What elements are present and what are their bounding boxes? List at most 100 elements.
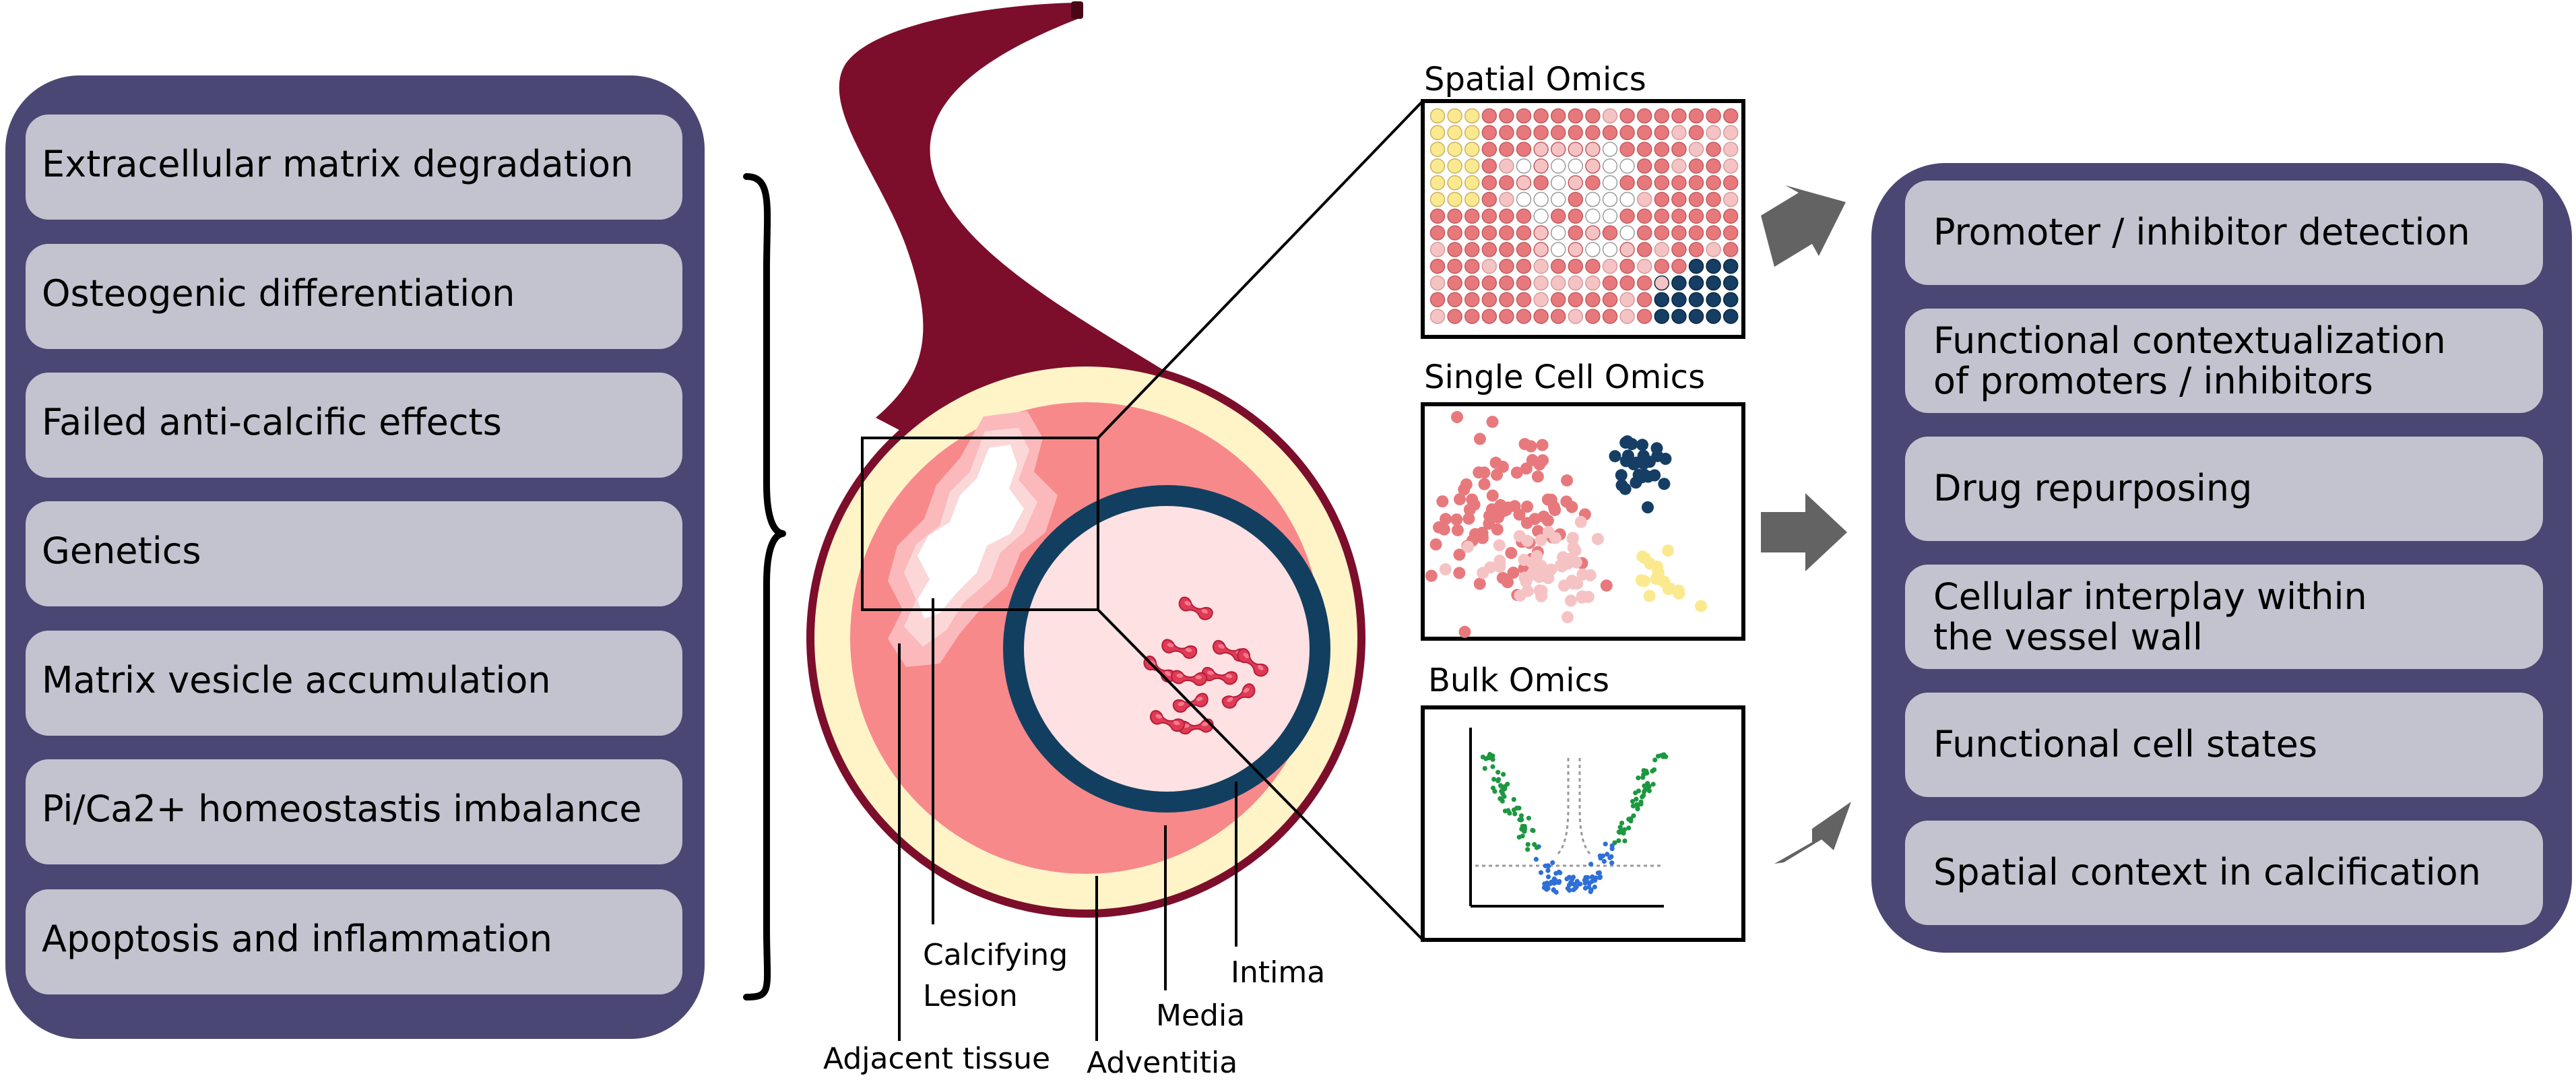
cell-point-pink [1566, 575, 1578, 587]
red-blood-cell [1171, 670, 1208, 687]
spatial-spot [1654, 125, 1670, 141]
cell-point-pink [1542, 572, 1555, 584]
cell-point-yellow [1638, 552, 1651, 565]
factor-item: Osteogenic differentiation [26, 244, 682, 349]
spatial-spot [1464, 191, 1480, 208]
application-item: Spatial context in calcification [1905, 821, 2543, 925]
cell-point-pink [1591, 533, 1604, 545]
volcano-point-significant [1511, 797, 1516, 802]
volcano-point-significant [1641, 793, 1646, 798]
spatial-spot [1464, 258, 1480, 274]
volcano-point-significant [1630, 798, 1636, 804]
spatial-spot [1447, 292, 1462, 308]
cell-point-red [1429, 538, 1442, 551]
spatial-spot [1568, 309, 1584, 324]
spatial-spot [1602, 191, 1618, 208]
cell-point-red [1453, 567, 1466, 579]
cell-point-pink [1514, 589, 1526, 602]
spatial-spot [1533, 225, 1549, 241]
spatial-spot [1706, 258, 1721, 274]
spatial-spot [1516, 174, 1532, 191]
volcano-point-nonsignificant [1592, 884, 1597, 890]
volcano-point-significant [1495, 769, 1501, 775]
cell-point-navy [1615, 479, 1628, 492]
spatial-spot [1550, 242, 1566, 257]
spatial-spot [1619, 309, 1635, 324]
factor-item-box [26, 244, 682, 349]
spatial-spot [1671, 309, 1687, 324]
volcano-point-nonsignificant [1603, 841, 1608, 847]
spatial-spot [1429, 141, 1446, 157]
spatial-spot [1706, 225, 1721, 241]
spatial-spot [1447, 225, 1462, 241]
volcano-point-significant [1650, 782, 1656, 787]
spatial-spot [1654, 275, 1670, 291]
label-calcifying-line1: Calcifying [923, 938, 1068, 972]
spatial-spot [1688, 309, 1704, 324]
spatial-spot [1447, 191, 1462, 208]
volcano-point-significant [1626, 817, 1632, 822]
spatial-spot [1447, 258, 1462, 274]
spatial-spot [1499, 309, 1514, 324]
cell-point-pink [1576, 568, 1589, 581]
spatial-spot [1429, 275, 1446, 291]
spatial-spot [1429, 242, 1446, 257]
volcano-point-significant [1487, 752, 1493, 757]
spatial-spot [1481, 275, 1498, 291]
cell-point-red [1451, 411, 1463, 423]
spatial-spot [1499, 141, 1514, 157]
cell-point-navy [1625, 438, 1638, 451]
cell-point-red [1489, 456, 1502, 469]
spatial-spot [1722, 225, 1739, 241]
spatial-spot [1585, 258, 1601, 274]
red-blood-cell [1221, 683, 1256, 709]
spatial-spot [1602, 125, 1618, 141]
spatial-spot [1429, 292, 1446, 308]
cell-point-yellow [1662, 544, 1675, 557]
application-item-box [1905, 437, 2543, 541]
spatial-spot [1499, 191, 1514, 208]
spatial-spot [1654, 191, 1670, 208]
application-item-label: Drug repurposing [1933, 467, 2252, 509]
spatial-spot [1602, 208, 1618, 224]
spatial-spot [1568, 191, 1584, 208]
cell-point-pink [1549, 532, 1561, 544]
cell-point-red [1436, 495, 1449, 508]
spatial-spot [1688, 174, 1704, 191]
factor-item-box [26, 889, 682, 994]
spatial-spot [1585, 309, 1601, 324]
volcano-point-nonsignificant [1544, 887, 1549, 892]
application-item-label: of promoters / inhibitors [1933, 360, 2373, 402]
cell-point-pink [1493, 539, 1506, 552]
spatial-spot [1706, 292, 1721, 308]
cell-point-navy [1615, 469, 1628, 482]
spatial-spot [1688, 125, 1704, 141]
cell-point-yellow [1651, 561, 1663, 573]
spatial-spot [1619, 225, 1635, 241]
application-item-box [1905, 309, 2543, 413]
factor-item-label: Matrix vesicle accumulation [42, 659, 551, 701]
spatial-spot [1533, 125, 1549, 141]
application-item-label: Functional cell states [1933, 723, 2317, 765]
volcano-point-nonsignificant [1551, 881, 1557, 886]
volcano-point-nonsignificant [1582, 885, 1588, 891]
spatial-spot [1671, 141, 1687, 157]
spatial-spot [1568, 242, 1584, 257]
spatial-spot [1447, 208, 1462, 224]
cell-point-red [1521, 501, 1533, 513]
volcano-point-significant [1619, 821, 1625, 826]
volcano-point-nonsignificant [1597, 875, 1603, 881]
spatial-spot [1464, 242, 1480, 257]
spatial-spot [1722, 258, 1739, 274]
cell-point-navy [1638, 457, 1650, 470]
cell-point-red [1478, 478, 1491, 490]
spatial-spot [1602, 242, 1618, 257]
volcano-threshold-left [1555, 758, 1570, 857]
spatial-spot [1636, 309, 1652, 324]
factor-item: Failed anti-calcific effects [26, 373, 682, 478]
spatial-spot [1585, 141, 1601, 157]
spatial-spot [1619, 258, 1635, 274]
volcano-point-nonsignificant [1609, 860, 1615, 866]
spatial-spot [1706, 125, 1721, 141]
arrow-spatial [1761, 185, 1846, 267]
